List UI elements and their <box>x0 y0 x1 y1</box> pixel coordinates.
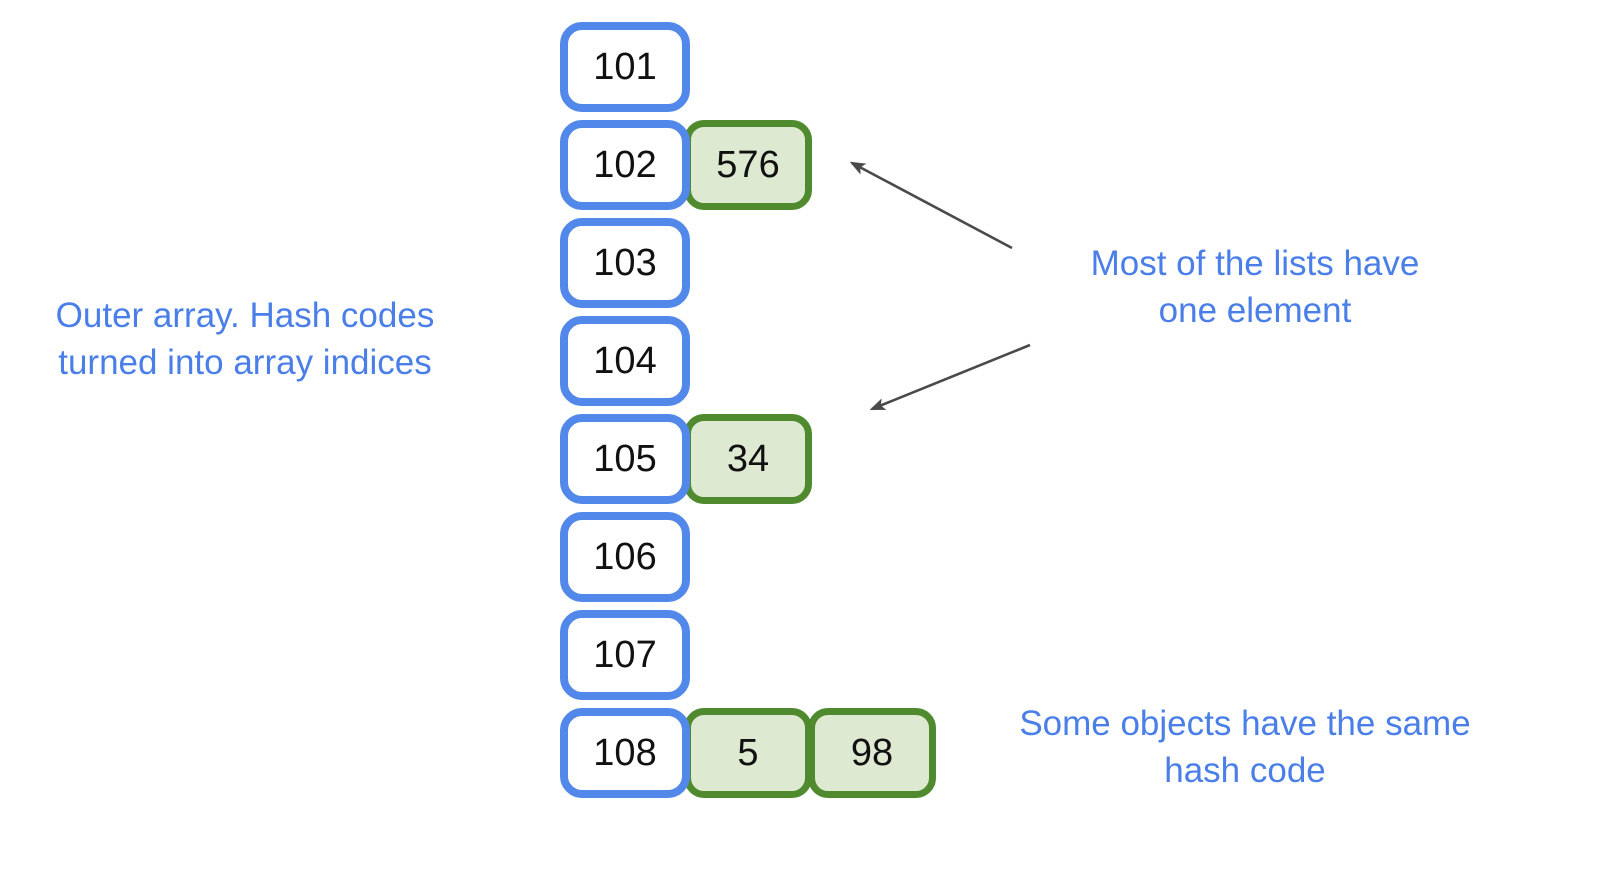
bucket-row: 103 <box>560 218 690 308</box>
array-index-cell[interactable]: 102 <box>560 120 690 210</box>
bucket-row: 108 5 98 <box>560 708 936 798</box>
list-entry-cell[interactable]: 34 <box>684 414 812 504</box>
annotation-same-hash: Some objects have the same hash code <box>1019 704 1471 791</box>
arrow-to-entry-34 <box>869 343 1031 411</box>
bucket-row: 104 <box>560 316 690 406</box>
bucket-row: 107 <box>560 610 690 700</box>
annotation-outer-array: Outer array. Hash codes turned into arra… <box>55 296 435 383</box>
bucket-row: 106 <box>560 512 690 602</box>
bucket-row: 101 <box>560 22 690 112</box>
list-entry-cell[interactable]: 576 <box>684 120 812 210</box>
arrow-to-entry-576 <box>849 161 1013 250</box>
array-index-cell[interactable]: 103 <box>560 218 690 308</box>
array-index-cell[interactable]: 107 <box>560 610 690 700</box>
bucket-row: 102 576 <box>560 120 812 210</box>
array-index-cell[interactable]: 101 <box>560 22 690 112</box>
array-index-cell[interactable]: 105 <box>560 414 690 504</box>
array-index-cell[interactable]: 104 <box>560 316 690 406</box>
array-index-cell[interactable]: 108 <box>560 708 690 798</box>
outer-array-column: 101 102 576 103 104 105 34 106 107 108 5… <box>560 22 936 798</box>
array-index-cell[interactable]: 106 <box>560 512 690 602</box>
bucket-row: 105 34 <box>560 414 812 504</box>
list-entry-cell[interactable]: 5 <box>684 708 812 798</box>
annotation-single-element: Most of the lists have one element <box>1090 244 1420 331</box>
list-entry-cell[interactable]: 98 <box>808 708 936 798</box>
